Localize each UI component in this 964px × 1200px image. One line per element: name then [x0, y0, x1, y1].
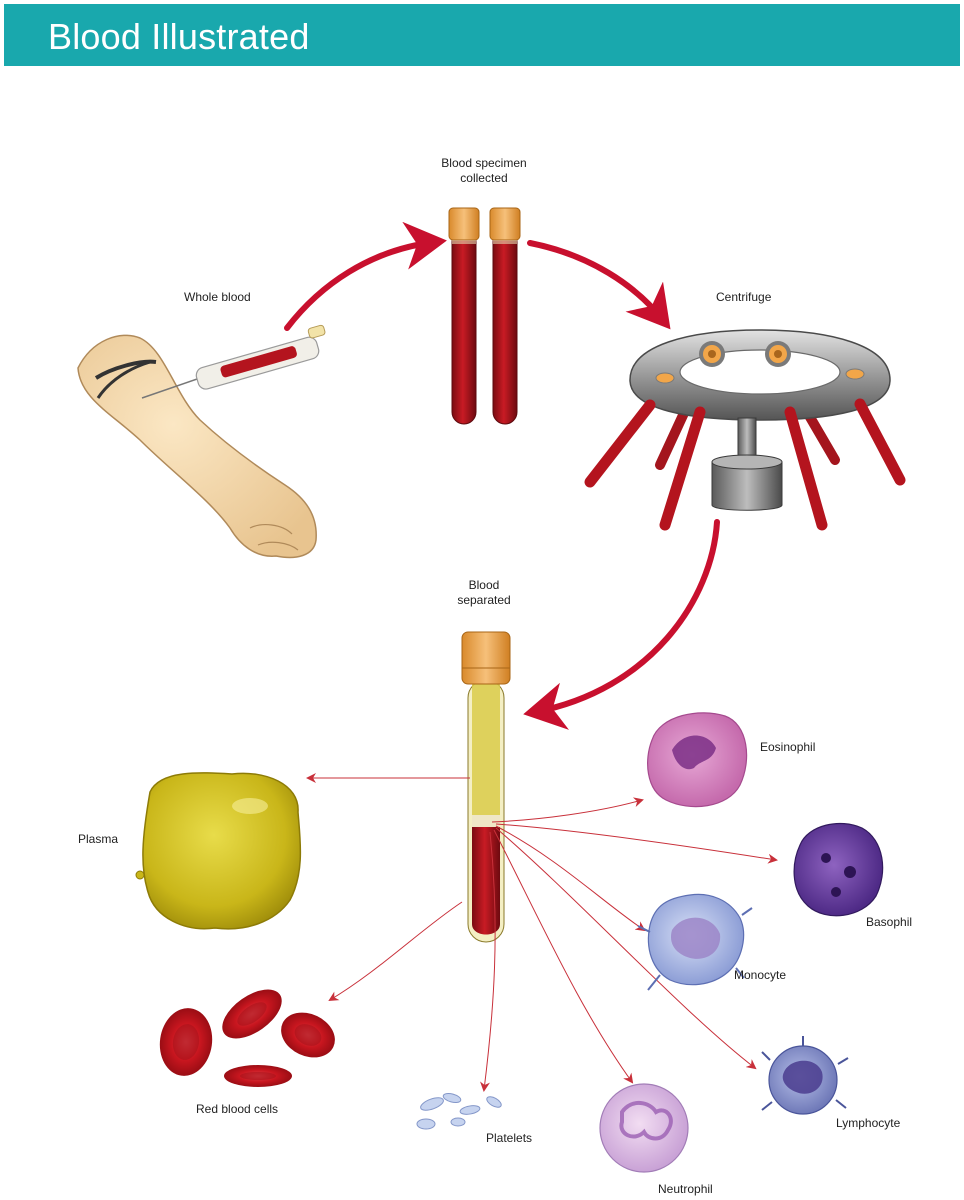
label-whole-blood: Whole blood: [184, 290, 251, 304]
label-neutrophil: Neutrophil: [658, 1182, 713, 1196]
label-eosinophil: Eosinophil: [760, 740, 816, 754]
component-arrows: [306, 773, 778, 1092]
specimen-tube-right: [489, 207, 521, 425]
label-separated-line1: Blood: [468, 578, 500, 592]
arm-illustration: [77, 324, 326, 559]
platelets: [416, 1092, 502, 1130]
syringe: [141, 324, 326, 399]
arrow-to-centrifuge: [527, 240, 671, 330]
label-specimen-line1: Blood specimen: [441, 156, 527, 170]
basophil-cell: [793, 822, 884, 917]
label-plasma: Plasma: [78, 832, 119, 846]
specimen-tubes: [448, 207, 521, 425]
neutrophil-cell: [599, 1083, 689, 1173]
label-basophil: Basophil: [866, 915, 913, 929]
centrifuge-illustration: [584, 329, 906, 531]
eosinophil-cell: [647, 712, 748, 808]
label-blood-specimen-collected: Blood specimen collected: [441, 156, 526, 186]
specimen-tube-left: [448, 207, 480, 425]
label-blood-separated: Blood separated: [457, 578, 510, 608]
arrow-to-separated: [523, 519, 720, 730]
label-red-blood-cells: Red blood cells: [196, 1102, 279, 1116]
page-title: Blood Illustrated: [48, 16, 310, 57]
label-centrifuge: Centrifuge: [716, 290, 772, 304]
label-platelets: Platelets: [486, 1131, 533, 1145]
label-separated-line2: separated: [457, 593, 511, 607]
red-blood-cells: [159, 989, 335, 1087]
arrow-to-specimen: [284, 221, 447, 331]
label-specimen-line2: collected: [460, 171, 508, 185]
monocyte-cell: [637, 893, 753, 991]
plasma-blob: [135, 772, 302, 930]
separated-tube: [461, 631, 511, 943]
lymphocyte-cell: [761, 1036, 849, 1115]
label-lymphocyte: Lymphocyte: [836, 1116, 901, 1130]
header-bar: Blood Illustrated: [4, 4, 960, 66]
label-monocyte: Monocyte: [734, 968, 787, 982]
